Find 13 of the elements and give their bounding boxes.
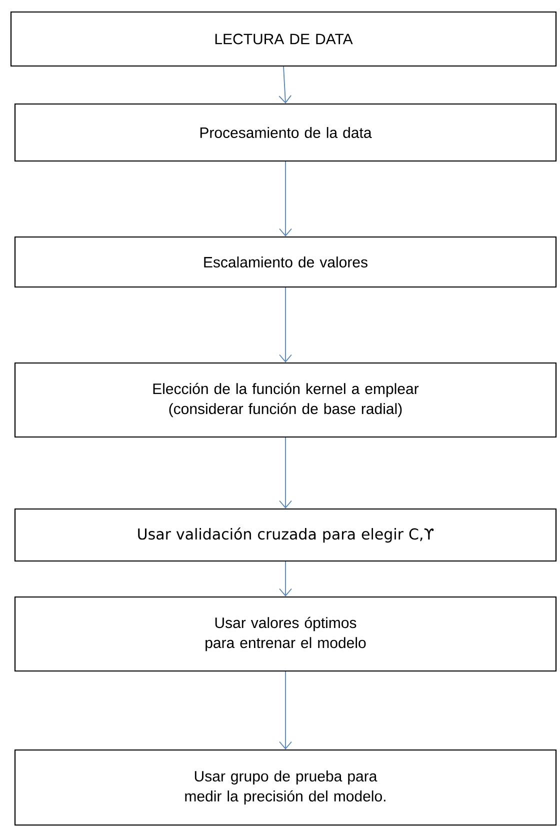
process-box: Elección de la función kernel a emplear (considerar función de base radial)	[14, 362, 557, 438]
arrow	[279, 671, 292, 750]
arrow	[279, 561, 292, 596]
arrow	[278, 66, 292, 104]
process-box: LECTURA DE DATA	[10, 11, 557, 67]
process-box: Usar valores óptimos para entrenar el modelo	[14, 596, 557, 672]
arrow	[279, 287, 292, 362]
arrow	[279, 437, 292, 508]
process-box: Usar grupo de prueba para medir la precisión del modelo.	[14, 749, 557, 826]
process-box: Escalamiento de valores	[14, 236, 557, 288]
process-box: Usar validación cruzada para elegir C,ϒ	[14, 508, 557, 562]
process-box: Procesamiento de la data	[14, 103, 557, 162]
arrow	[279, 161, 292, 236]
